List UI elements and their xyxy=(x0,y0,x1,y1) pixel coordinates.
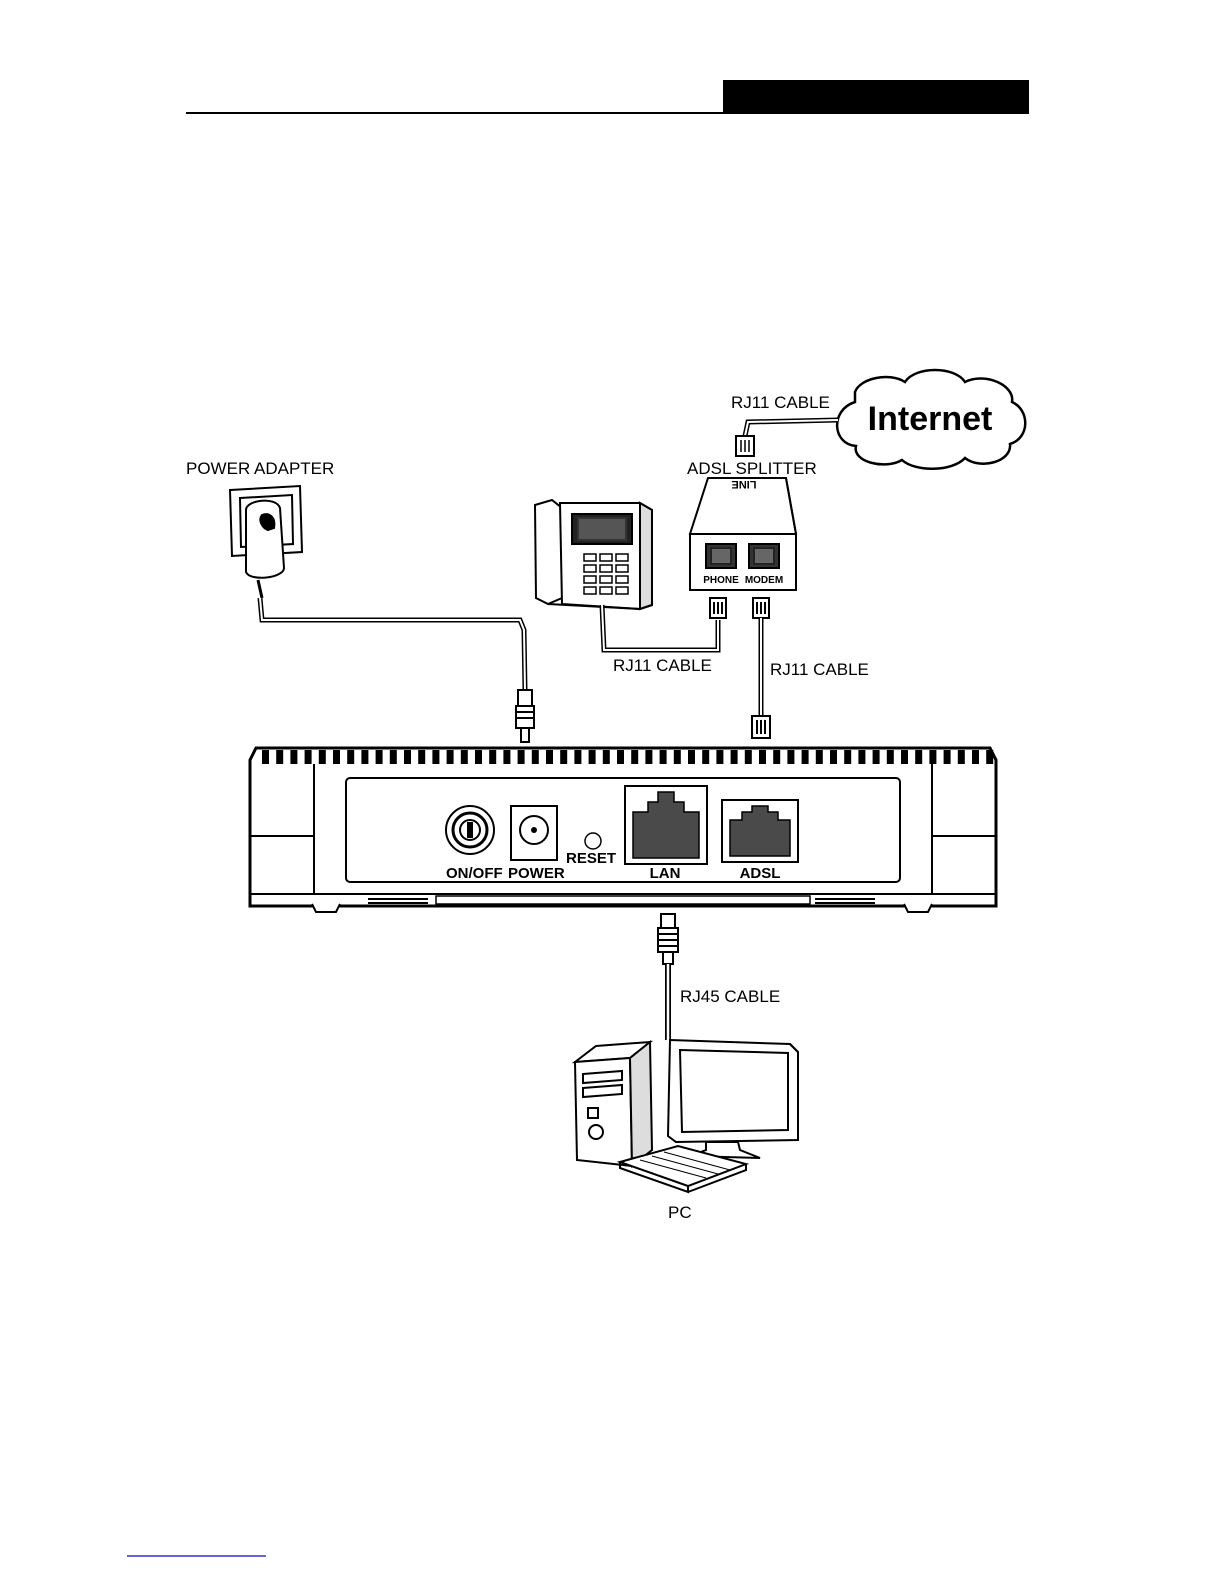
vent-slot xyxy=(660,750,667,764)
vent-slot xyxy=(276,750,283,764)
vent-slot xyxy=(475,750,482,764)
lan-label: LAN xyxy=(650,865,681,882)
vent-slot xyxy=(844,750,851,764)
power-plug xyxy=(516,690,534,742)
vent-slot xyxy=(518,750,525,764)
vent-slot xyxy=(290,750,297,764)
vent-slot xyxy=(631,750,638,764)
vent-slot xyxy=(574,750,581,764)
vent-slot xyxy=(702,750,709,764)
rj11-phone-label: RJ11 CABLE xyxy=(613,656,712,675)
reset-button-icon xyxy=(585,833,601,849)
power-cable xyxy=(260,598,525,690)
rj11-plug-phone xyxy=(710,598,726,618)
power-jack-icon xyxy=(511,806,557,860)
reset-label: RESET xyxy=(566,850,616,867)
vent-slot xyxy=(773,750,780,764)
vent-slot xyxy=(915,750,922,764)
rj45-label: RJ45 CABLE xyxy=(680,987,780,1006)
vent-slot xyxy=(617,750,624,764)
vent-slot xyxy=(347,750,354,764)
lan-port-icon xyxy=(625,786,707,864)
vent-slot xyxy=(489,750,496,764)
vent-slot xyxy=(830,750,837,764)
rj11-plug-router xyxy=(752,716,770,738)
vent-slot xyxy=(319,750,326,764)
adsl-port-icon xyxy=(722,800,798,862)
vent-slot xyxy=(716,750,723,764)
pc-icon xyxy=(575,1040,798,1192)
vent-slot xyxy=(376,750,383,764)
vent-slot xyxy=(305,750,312,764)
vent-slot xyxy=(404,750,411,764)
pc-label: PC xyxy=(668,1203,692,1222)
rj11-phone-cable xyxy=(602,605,718,650)
vent-slot xyxy=(418,750,425,764)
rj11-modem-label: RJ11 CABLE xyxy=(770,660,869,679)
vent-slot xyxy=(759,750,766,764)
rj11-top-label: RJ11 CABLE xyxy=(731,393,830,412)
internet-label: Internet xyxy=(868,400,993,438)
vent-slot xyxy=(432,750,439,764)
vent-slot xyxy=(461,750,468,764)
vent-slot xyxy=(390,750,397,764)
vent-slot xyxy=(503,750,510,764)
power-port-label: POWER xyxy=(508,865,565,882)
vent-slot xyxy=(447,750,454,764)
vent-slot xyxy=(986,750,993,764)
vent-slot xyxy=(887,750,894,764)
vent-slot xyxy=(901,750,908,764)
header-black-bar xyxy=(723,80,1029,112)
on-off-switch-icon xyxy=(446,806,494,854)
vent-slot xyxy=(674,750,681,764)
vent-slot xyxy=(745,750,752,764)
vent-slot xyxy=(816,750,823,764)
vent-slot xyxy=(645,750,652,764)
vent-slot xyxy=(802,750,809,764)
vent-slot xyxy=(560,750,567,764)
power-adapter-label: POWER ADAPTER xyxy=(186,459,334,478)
adsl-splitter-label: ADSL SPLITTER xyxy=(687,459,817,478)
vent-slot xyxy=(589,750,596,764)
vent-slot xyxy=(688,750,695,764)
vent-slot xyxy=(603,750,610,764)
splitter-line-label: LINE xyxy=(731,478,756,490)
rj45-plug xyxy=(658,914,678,964)
splitter-icon xyxy=(690,478,796,590)
adsl-label: ADSL xyxy=(740,865,781,882)
vent-slot xyxy=(972,750,979,764)
splitter-modem-label: MODEM xyxy=(745,575,783,586)
vent-slot xyxy=(929,750,936,764)
vent-slot xyxy=(873,750,880,764)
vent-slot xyxy=(958,750,965,764)
vent-slot xyxy=(262,750,269,764)
vent-slot xyxy=(361,750,368,764)
router-icon xyxy=(250,748,996,912)
vent-slot xyxy=(787,750,794,764)
vent-slot xyxy=(944,750,951,764)
vent-slot xyxy=(532,750,539,764)
vent-slot xyxy=(333,750,340,764)
power-adapter-icon xyxy=(230,486,302,598)
telephone-icon xyxy=(535,500,652,609)
vent-slot xyxy=(731,750,738,764)
rj11-plug-modem xyxy=(753,598,769,618)
on-off-label: ON/OFF xyxy=(446,865,503,882)
vent-slot xyxy=(858,750,865,764)
splitter-phone-label: PHONE xyxy=(703,575,739,586)
vent-slot xyxy=(546,750,553,764)
